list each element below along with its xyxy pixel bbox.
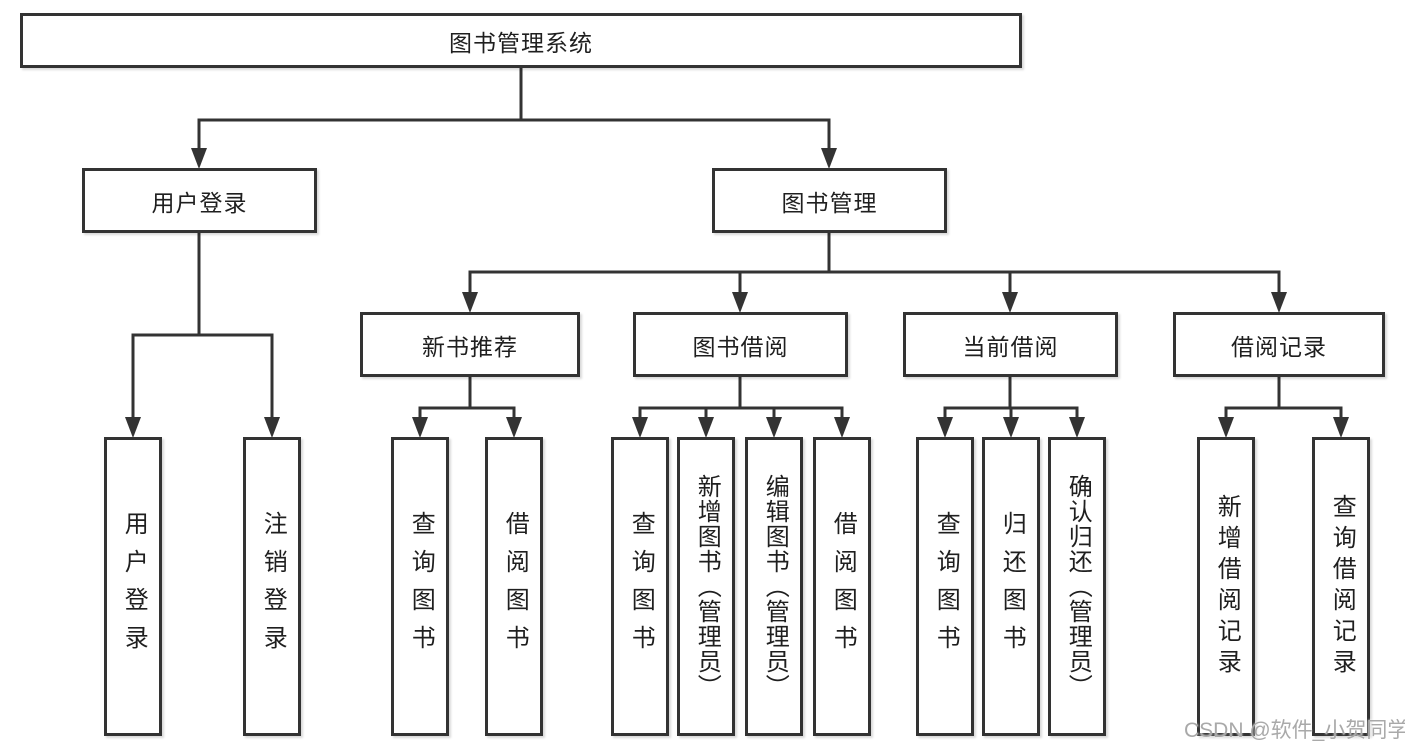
leaf-borrow-books-recommend: 借阅图书	[485, 437, 543, 736]
node-label: 用户登录	[151, 189, 248, 216]
edges-borrowing-records	[1218, 375, 1349, 438]
leaf-query-borrow-record: 查询借阅记录	[1312, 437, 1370, 736]
leaf-add-book-admin: 新增图书（管理员）	[677, 437, 735, 736]
node-new-book-recommendation: 新书推荐	[360, 312, 580, 377]
leaf-query-books-borrowing: 查询图书	[611, 437, 669, 736]
leaf-confirm-return-admin: 确认归还（管理员）	[1048, 437, 1106, 736]
node-label: 新书推荐	[422, 333, 518, 360]
leaf-logout: 注销登录	[243, 437, 301, 736]
node-label: 图书管理	[781, 189, 878, 216]
node-current-borrowing: 当前借阅	[903, 312, 1118, 377]
edges-book-management-to-level3	[462, 230, 1287, 313]
leaf-return-books: 归还图书	[982, 437, 1040, 736]
node-label: 借阅记录	[1231, 333, 1327, 360]
node-book-borrowing: 图书借阅	[633, 312, 848, 377]
node-label: 注销登录	[259, 510, 287, 663]
edges-book-borrowing	[632, 375, 850, 438]
node-label: 图书借阅	[692, 333, 789, 360]
node-label: 当前借阅	[962, 333, 1059, 360]
node-user-login: 用户登录	[82, 168, 317, 233]
leaf-user-login: 用户登录	[104, 437, 162, 736]
leaf-edit-book-admin: 编辑图书（管理员）	[745, 437, 803, 736]
leaf-add-borrow-record: 新增借阅记录	[1197, 437, 1255, 736]
node-label: 确认归还（管理员）	[1064, 474, 1092, 699]
node-label: 归还图书	[998, 510, 1026, 663]
node-label: 查询图书	[627, 510, 655, 663]
node-label: 新增借阅记录	[1213, 493, 1241, 680]
node-label: 图书管理系统	[449, 29, 593, 56]
leaf-query-books-current: 查询图书	[916, 437, 974, 736]
node-label: 借阅图书	[501, 510, 529, 663]
node-label: 用户登录	[120, 510, 148, 663]
node-library-management-system: 图书管理系统	[20, 13, 1022, 68]
node-book-management: 图书管理	[712, 168, 947, 233]
edges-current-borrowing	[937, 375, 1085, 438]
node-label: 新增图书（管理员）	[693, 474, 721, 699]
node-label: 借阅图书	[829, 510, 857, 663]
leaf-borrow-books-borrowing: 借阅图书	[813, 437, 871, 736]
node-borrowing-records: 借阅记录	[1173, 312, 1385, 377]
leaf-query-books-recommend: 查询图书	[391, 437, 449, 736]
csdn-watermark: CSDN @软件_小贺同学	[1184, 719, 1405, 742]
edges-new-book-recommendation	[412, 375, 522, 438]
node-label: 编辑图书（管理员）	[761, 474, 789, 699]
node-label: 查询图书	[932, 510, 960, 663]
edges-user-login-to-leaves	[125, 231, 280, 438]
node-label: 查询借阅记录	[1328, 493, 1356, 680]
node-label: 查询图书	[407, 510, 435, 663]
edges-root-to-level2	[191, 66, 837, 169]
